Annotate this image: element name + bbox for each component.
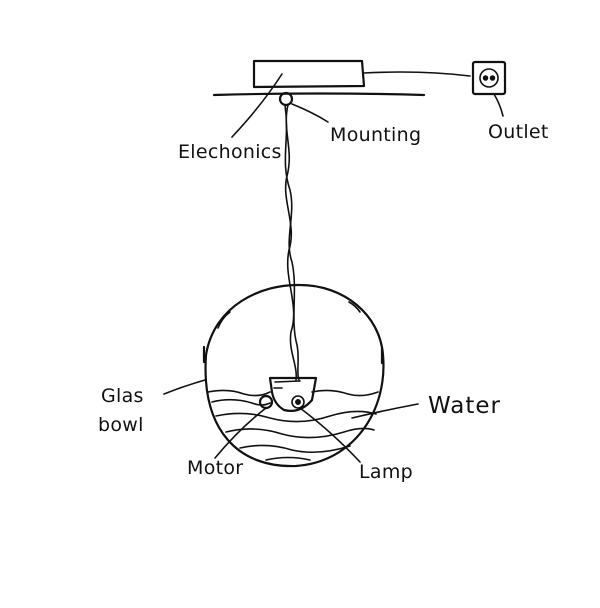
label-lamp: Lamp: [359, 461, 413, 483]
mounting-ring: [278, 91, 294, 107]
motion-mark-left: [217, 311, 231, 329]
water-wave-4: [239, 444, 351, 454]
outlet-icon: [471, 60, 507, 96]
water-leader-line: [351, 403, 419, 419]
mounting-leader-line: [291, 103, 329, 123]
label-motor: Motor: [187, 457, 243, 479]
label-water: Water: [428, 393, 501, 419]
electronics-box: [252, 59, 366, 89]
water-wave-2: [215, 410, 377, 423]
hanging-cord-a: [284, 104, 300, 381]
label-electronics: Elechonics: [178, 141, 282, 163]
label-mounting: Mounting: [330, 124, 421, 146]
lamp-housing: [268, 376, 318, 412]
lamp-bulb-icon: [291, 395, 305, 409]
power-cable: [363, 71, 471, 77]
motor-leader-line: [214, 407, 267, 459]
water-wave-3: [225, 427, 375, 439]
lamp-leader-line: [299, 407, 361, 463]
hanging-cord-b: [284, 104, 298, 381]
motor-icon: [258, 394, 274, 410]
outlet-leader-line: [493, 93, 504, 117]
ceiling-line: [212, 92, 426, 97]
glass-bowl: [204, 283, 385, 468]
label-glass-bowl-line2: bowl: [98, 414, 144, 436]
electronics-leader-line: [231, 73, 283, 138]
label-glass-bowl-line1: Glas: [101, 385, 144, 407]
water-wave-1: [211, 398, 271, 406]
motion-mark-right: [348, 301, 361, 313]
label-outlet: Outlet: [488, 121, 549, 143]
glass-bowl-leader-line: [163, 379, 206, 395]
water-surface: [207, 389, 379, 397]
lamp-housing-inner-shade: [273, 380, 301, 389]
water-wave-5: [265, 456, 311, 461]
